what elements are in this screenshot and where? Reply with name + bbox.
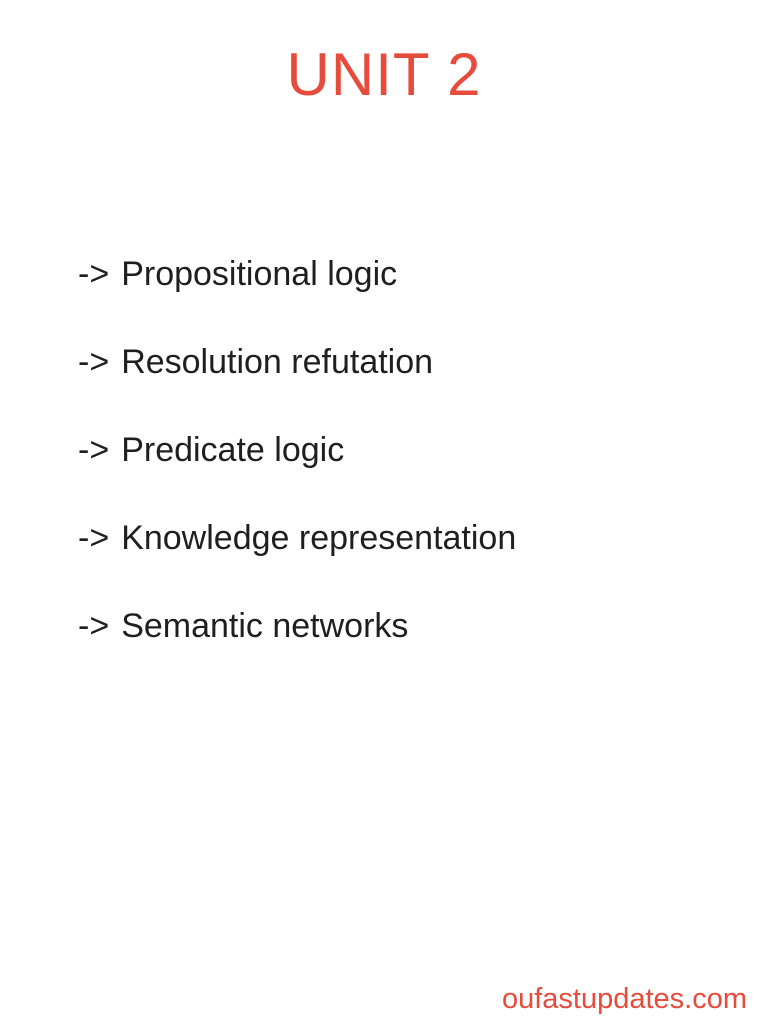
list-item: -> Resolution refutation <box>78 318 748 406</box>
watermark-text: oufastupdates.com <box>501 983 747 1016</box>
list-item-label: Propositional logic <box>121 255 398 293</box>
page-title: UNIT 2 <box>286 41 482 108</box>
list-item-label: Knowledge representation <box>121 519 517 557</box>
arrow-bullet: -> <box>78 607 110 645</box>
list-item: -> Knowledge representation <box>78 494 748 582</box>
arrow-bullet: -> <box>78 255 110 293</box>
arrow-bullet: -> <box>78 519 110 557</box>
list-item: -> Predicate logic <box>78 406 748 494</box>
list-item-label: Resolution refutation <box>121 343 434 381</box>
list-item: -> Propositional logic <box>78 230 748 318</box>
list-item-label: Predicate logic <box>121 431 345 469</box>
topic-list: -> Propositional logic -> Resolution refut… <box>78 230 748 670</box>
list-item: -> Semantic networks <box>78 582 748 670</box>
arrow-bullet: -> <box>78 431 110 469</box>
arrow-bullet: -> <box>78 343 110 381</box>
list-item-label: Semantic networks <box>121 607 409 645</box>
